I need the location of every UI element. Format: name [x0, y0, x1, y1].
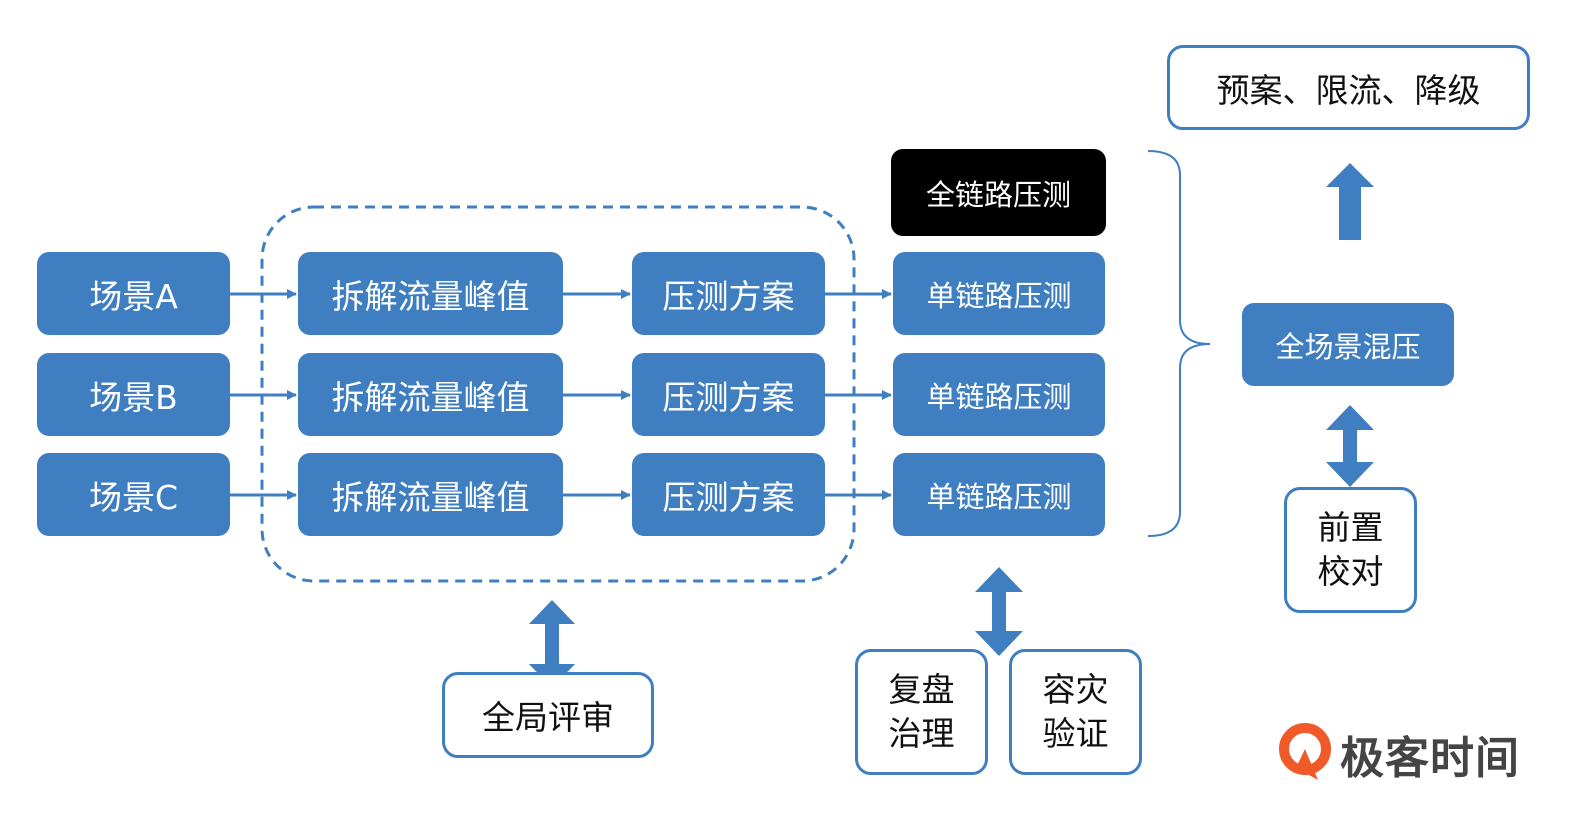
decompose-peak-box-a: 拆解流量峰值	[298, 252, 563, 335]
stress-plan-box-b: 压测方案	[632, 353, 825, 436]
dr-verify-box: 容灾 验证	[1009, 649, 1142, 775]
decompose-peak-box-c: 拆解流量峰值	[298, 453, 563, 536]
pre-check-line-1: 前置	[1317, 508, 1384, 547]
geek-time-logo-text: 极客时间	[1340, 733, 1520, 784]
double-arrow-governance	[975, 567, 1023, 656]
single-chain-test-box-c: 单链路压测	[893, 453, 1105, 536]
scene-a-box: 场景A	[37, 252, 230, 335]
review-governance-line-2: 治理	[888, 714, 955, 753]
review-governance-line-1: 复盘	[888, 670, 955, 709]
global-review-box: 全局评审	[442, 672, 654, 758]
double-arrow-pre-check	[1326, 405, 1374, 487]
pre-check-box: 前置 校对	[1284, 487, 1417, 613]
up-arrow-plans	[1326, 163, 1374, 240]
stress-plan-box-a: 压测方案	[632, 252, 825, 335]
double-arrow-global-review	[529, 600, 575, 688]
geek-time-logo-icon	[1279, 723, 1331, 780]
scene-b-box: 场景B	[37, 353, 230, 436]
single-chain-test-box-b: 单链路压测	[893, 353, 1105, 436]
plans-box: 预案、限流、降级	[1167, 45, 1530, 130]
single-chain-test-box-a: 单链路压测	[893, 252, 1105, 335]
pre-check-line-2: 校对	[1317, 552, 1384, 591]
full-scene-mix-box: 全场景混压	[1242, 303, 1454, 386]
dr-verify-line-2: 验证	[1042, 714, 1109, 753]
right-brace	[1147, 150, 1211, 537]
geek-time-logo: 极客时间	[1278, 722, 1520, 786]
scene-c-box: 场景C	[37, 453, 230, 536]
dr-verify-line-1: 容灾	[1042, 670, 1109, 709]
stress-plan-box-c: 压测方案	[632, 453, 825, 536]
full-chain-test-box: 全链路压测	[891, 149, 1106, 236]
review-governance-box: 复盘 治理	[855, 649, 988, 775]
decompose-peak-box-b: 拆解流量峰值	[298, 353, 563, 436]
